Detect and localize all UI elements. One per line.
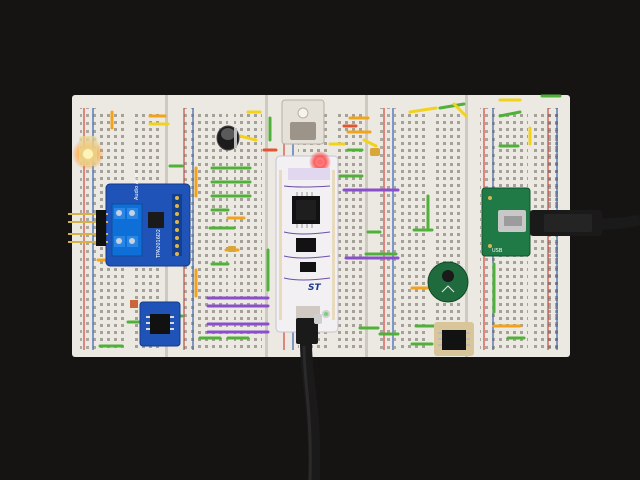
usb-cable-right: [530, 210, 640, 236]
opamp-breakout-board: [130, 300, 181, 347]
audio-amp-board: Audio Amp TPA2016D2: [68, 173, 191, 267]
small-components: [228, 148, 380, 324]
pushbutton: [281, 99, 325, 145]
usb-board-label: USB: [492, 248, 503, 254]
usb-breakout-board: USB: [481, 187, 531, 257]
amp-title-label: Audio Amp: [134, 173, 140, 200]
sensor-board-round: [427, 261, 469, 303]
dip-chip: [434, 322, 474, 356]
nucleo-board: ST: [275, 151, 339, 333]
yellow-led: [72, 136, 104, 170]
power-rails: [80, 108, 560, 350]
nucleo-usb-cable: [296, 318, 321, 480]
amp-part-label: TPA2016D2: [156, 229, 162, 259]
capacitor: [216, 125, 240, 151]
nucleo-logo-text: ST: [308, 283, 321, 293]
